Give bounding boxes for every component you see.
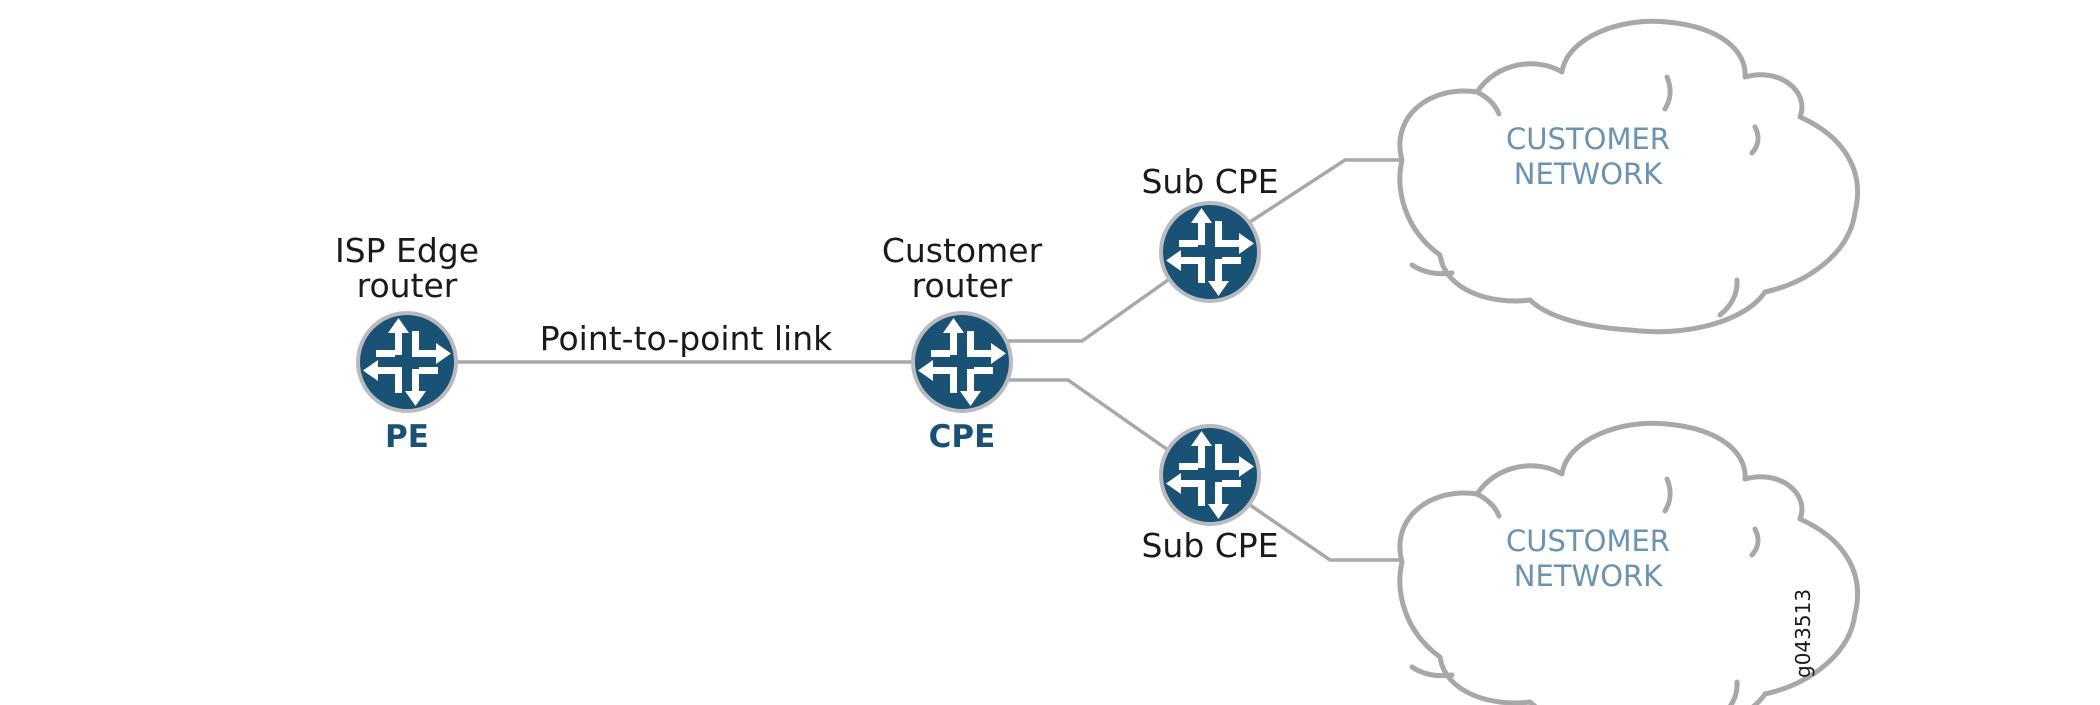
cloud-bottom-label-line1: CUSTOMER [1506, 524, 1670, 558]
cpe-code-label: CPE [929, 419, 996, 455]
cpe-to-sub-cpe-top-line [1005, 278, 1170, 343]
pe-router [356, 311, 458, 413]
cloud-top-label-line2: NETWORK [1514, 157, 1663, 191]
sub-cpe-top-router [1159, 201, 1261, 303]
router-icon [1159, 201, 1261, 303]
sub-cpe-top-to-cloud-line [1249, 158, 1402, 224]
router-icon [356, 311, 458, 413]
pe-name-line1: ISP Edge [335, 231, 479, 270]
point-to-point-link-label: Point-to-point link [540, 319, 833, 358]
cpe-router [911, 311, 1013, 413]
cloud-top-label-line1: CUSTOMER [1506, 122, 1670, 156]
cpe-name-line1: Customer [882, 231, 1043, 270]
pe-name-line2: router [357, 266, 458, 305]
cloud-bottom-label-line2: NETWORK [1514, 559, 1663, 593]
router-icon [1159, 424, 1261, 526]
sub-cpe-bottom-label: Sub CPE [1141, 526, 1278, 565]
sub-cpe-bottom-to-cloud-line [1249, 503, 1402, 562]
cpe-name-line2: router [912, 266, 1013, 305]
sub-cpe-top-label: Sub CPE [1141, 162, 1278, 201]
pe-code-label: PE [385, 419, 429, 455]
router-icon [911, 311, 1013, 413]
cpe-to-sub-cpe-bottom-line [1005, 378, 1170, 452]
figure-id: g043513 [1791, 589, 1815, 678]
sub-cpe-bottom-router [1159, 424, 1261, 526]
